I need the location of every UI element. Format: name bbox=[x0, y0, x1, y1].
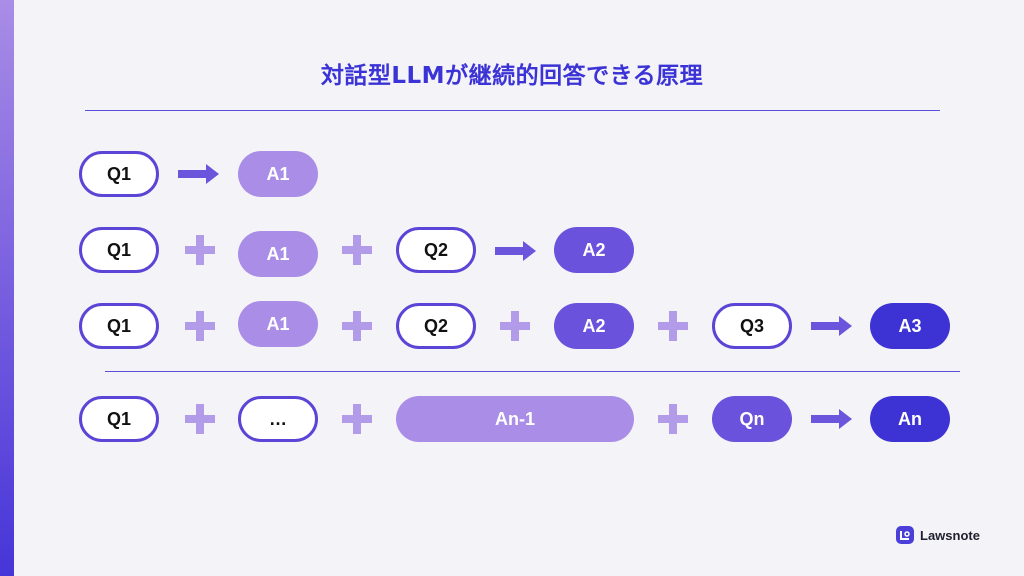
title-divider bbox=[85, 110, 940, 111]
lawsnote-logo-icon bbox=[896, 526, 914, 544]
answer-pill-wide: An-1 bbox=[396, 396, 634, 442]
right-arrow-icon bbox=[178, 164, 219, 184]
answer-pill: A2 bbox=[554, 227, 634, 273]
answer-pill: An bbox=[870, 396, 950, 442]
slide-title: 対話型LLMが継続的回答できる原理 bbox=[320, 63, 704, 89]
question-pill: Q1 bbox=[79, 151, 159, 197]
right-arrow-icon bbox=[811, 316, 852, 336]
left-accent-bar bbox=[0, 0, 14, 576]
brand-name: Lawsnote bbox=[920, 527, 980, 543]
plus-icon bbox=[500, 311, 530, 341]
plus-icon bbox=[658, 404, 688, 434]
question-pill: Q1 bbox=[79, 396, 159, 442]
answer-pill: A1 bbox=[238, 231, 318, 277]
plus-icon bbox=[658, 311, 688, 341]
answer-pill: A2 bbox=[554, 303, 634, 349]
plus-icon bbox=[185, 404, 215, 434]
right-arrow-icon bbox=[495, 241, 536, 261]
question-pill: Q2 bbox=[396, 227, 476, 273]
ellipsis-pill: … bbox=[238, 396, 318, 442]
question-pill-filled: Qn bbox=[712, 396, 792, 442]
plus-icon bbox=[185, 311, 215, 341]
right-arrow-icon bbox=[811, 409, 852, 429]
answer-pill: A1 bbox=[238, 151, 318, 197]
answer-pill: A3 bbox=[870, 303, 950, 349]
brand-logo: Lawsnote bbox=[896, 526, 980, 544]
question-pill: Q2 bbox=[396, 303, 476, 349]
question-pill: Q3 bbox=[712, 303, 792, 349]
plus-icon bbox=[342, 235, 372, 265]
question-pill: Q1 bbox=[79, 227, 159, 273]
plus-icon bbox=[185, 235, 215, 265]
plus-icon bbox=[342, 404, 372, 434]
plus-icon bbox=[342, 311, 372, 341]
answer-pill: A1 bbox=[238, 301, 318, 347]
section-divider bbox=[105, 371, 960, 372]
question-pill: Q1 bbox=[79, 303, 159, 349]
